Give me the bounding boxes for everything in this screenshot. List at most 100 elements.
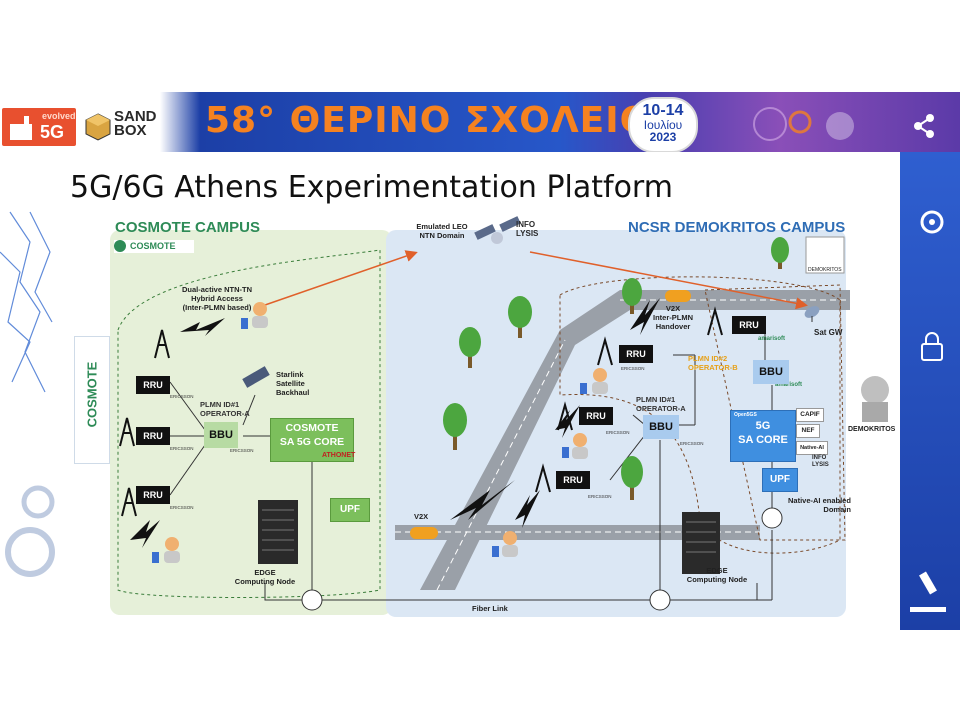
sat-infolysis-line-2: LYSIS — [516, 229, 539, 238]
roads — [395, 290, 850, 591]
cosmote-ericsson-3: ERICSSON — [170, 505, 194, 510]
ncsr-infolysis-line-1: INFO — [812, 455, 827, 461]
lock-icon — [921, 332, 943, 361]
v2x-handover-line-3: Handover — [655, 322, 691, 331]
ncsr-edge-line-1: EDGE — [706, 566, 728, 575]
ncsr-ericsson-1: ERICSSON — [621, 366, 645, 371]
sandbox-logo: SAND BOX — [84, 100, 157, 148]
server-rack-icons — [258, 500, 720, 574]
starlink-line-1: Starlink — [276, 370, 304, 379]
plmn2-label: PLMN ID#2 OPERATOR-B — [688, 354, 738, 372]
demokritos-logo-text: DEMOKRITOS — [848, 426, 896, 433]
sat-gw-label: Sat GW — [814, 328, 843, 337]
ncsr-core-line-2: SA CORE — [738, 434, 788, 446]
leo-ntn-line-2: NTN Domain — [419, 231, 465, 240]
banner-decoration — [753, 107, 934, 141]
gear-icon — [920, 210, 944, 234]
ncsr-edge-label: EDGE Computing Node — [682, 566, 752, 584]
cosmote-upf: UPF — [330, 498, 370, 522]
amarisoft-logo-1: amarisoft — [758, 336, 786, 342]
right-decoration — [900, 152, 960, 630]
cosmote-bbu: BBU — [204, 422, 238, 448]
ncsr-bbu-ericsson: ERICSSON — [680, 441, 704, 446]
wireless-bolts — [130, 298, 660, 548]
cube-icon — [85, 113, 111, 141]
native-ai-domain-line-1: Native-AI enabled — [788, 496, 851, 505]
ntn-access-line-3: (Inter-PLMN based) — [182, 303, 252, 312]
trees — [443, 237, 789, 500]
v2x-handover-line-1: V2X — [665, 304, 681, 313]
ncsr-plmn1-label: PLMN ID#1 OPERATOR-A — [636, 395, 686, 413]
cosmote-edge-label: EDGE Computing Node — [230, 568, 300, 586]
ncsr-rru-1: RRU — [732, 316, 766, 334]
cosmote-rru-3: RRU — [136, 486, 170, 504]
ntn-access-line-2: Hybrid Access — [191, 294, 243, 303]
ntn-access-label: Dual-active NTN-TN Hybrid Access (Inter-… — [162, 285, 272, 312]
plmn2-line-1: PLMN ID#2 — [688, 354, 728, 363]
share-icon — [914, 114, 934, 138]
right-icons — [910, 210, 946, 612]
evolved-5g-logo: evolved 5G — [2, 108, 76, 146]
demokritos-bust-icons — [805, 236, 889, 422]
router-icons — [301, 507, 783, 611]
ncsr-rru-4: RRU — [556, 471, 590, 489]
starlink-line-3: Backhaul — [276, 388, 310, 397]
sat-infolysis-line-1: INFO — [516, 220, 536, 229]
ncsr-infolysis-line-2: LYSIS — [812, 462, 829, 468]
v2x-handover-line-2: Inter-PLMN — [653, 313, 693, 322]
cosmote-logo-text: COSMOTE — [130, 241, 176, 251]
factory-icon — [10, 116, 32, 140]
cosmote-edge-line-1: EDGE — [254, 568, 276, 577]
cosmote-side-brand-text: COSMOTE — [84, 361, 100, 428]
nef-box: NEF — [796, 424, 820, 438]
leo-ntn-label: Emulated LEO NTN Domain — [407, 222, 477, 240]
starlink-satellite-icon — [242, 366, 270, 388]
plmn2-line-2: OPERATOR-B — [688, 363, 738, 372]
cosmote-domain-border — [117, 249, 381, 598]
header-banner — [0, 92, 960, 152]
cosmote-rru-1: RRU — [136, 376, 170, 394]
ncsr-ericsson-3: ERICSSON — [588, 494, 612, 499]
sandbox-text: SAND BOX — [114, 108, 157, 139]
banner-title: 58° ΘΕΡΙΝΟ ΣΧΟΛΕΙΟ — [205, 100, 652, 141]
fiber-link-label: Fiber Link — [472, 604, 508, 613]
satellite-dish-icon — [804, 306, 820, 322]
date-days: 10-14 — [642, 102, 684, 119]
ncsr-plmn1-line-2: OPERATOR-A — [636, 404, 686, 413]
ncsr-rru-3: RRU — [579, 407, 613, 425]
ncsr-campus-title: NCSR DEMOKRITOS CAMPUS — [628, 219, 846, 236]
amarisoft-logo-2: amarisoft — [775, 382, 803, 388]
cosmote-side-brand: COSMOTE — [74, 336, 110, 464]
cosmote-plmn-line-1: PLMN ID#1 — [200, 400, 240, 409]
cosmote-plmn-label: PLMN ID#1 OPERATOR-A — [200, 400, 250, 418]
left-decoration — [0, 211, 55, 577]
logo-5g-text: 5G — [40, 122, 65, 142]
fiber-link-line — [264, 583, 758, 601]
cosmote-logo: COSMOTE — [114, 240, 194, 253]
date-month: Ιουλίου — [643, 118, 683, 132]
slide-title: 5G/6G Athens Experimentation Platform — [70, 170, 673, 205]
tower-icons — [119, 306, 723, 517]
native-ai-domain-line-2: Domain — [823, 505, 851, 514]
starlink-label: Starlink Satellite Backhaul — [276, 370, 309, 397]
v2x-label: V2X — [414, 512, 429, 521]
user-icons — [152, 302, 608, 563]
logo-5g-caption: evolved — [42, 111, 76, 121]
cosmote-core-box: COSMOTE SA 5G CORE — [270, 418, 354, 462]
capif-box: CAPIF — [796, 408, 824, 422]
cosmote-core-line-2: SA 5G CORE — [279, 436, 345, 448]
microscope-icon — [910, 571, 946, 612]
ncsr-rru-2: RRU — [619, 345, 653, 363]
ncsr-edge-line-2: Computing Node — [686, 575, 748, 584]
cosmote-ericsson-2: ERICSSON — [170, 446, 194, 451]
native-ai-domain-label: Native-AI enabled Domain — [788, 496, 851, 514]
cosmote-rru-2: RRU — [136, 427, 170, 445]
leo-ntn-line-1: Emulated LEO — [416, 222, 468, 231]
car-icons — [410, 290, 691, 539]
demokritos-small-logo-text: DEMOKRITOS — [808, 267, 842, 273]
cosmote-campus-title: COSMOTE CAMPUS — [115, 219, 261, 236]
ncsr-bbu-operator-b: BBU — [753, 360, 789, 384]
cosmote-bbu-ericsson: ERICSSON — [230, 448, 254, 453]
cosmote-ericsson-1: ERICSSON — [170, 394, 194, 399]
